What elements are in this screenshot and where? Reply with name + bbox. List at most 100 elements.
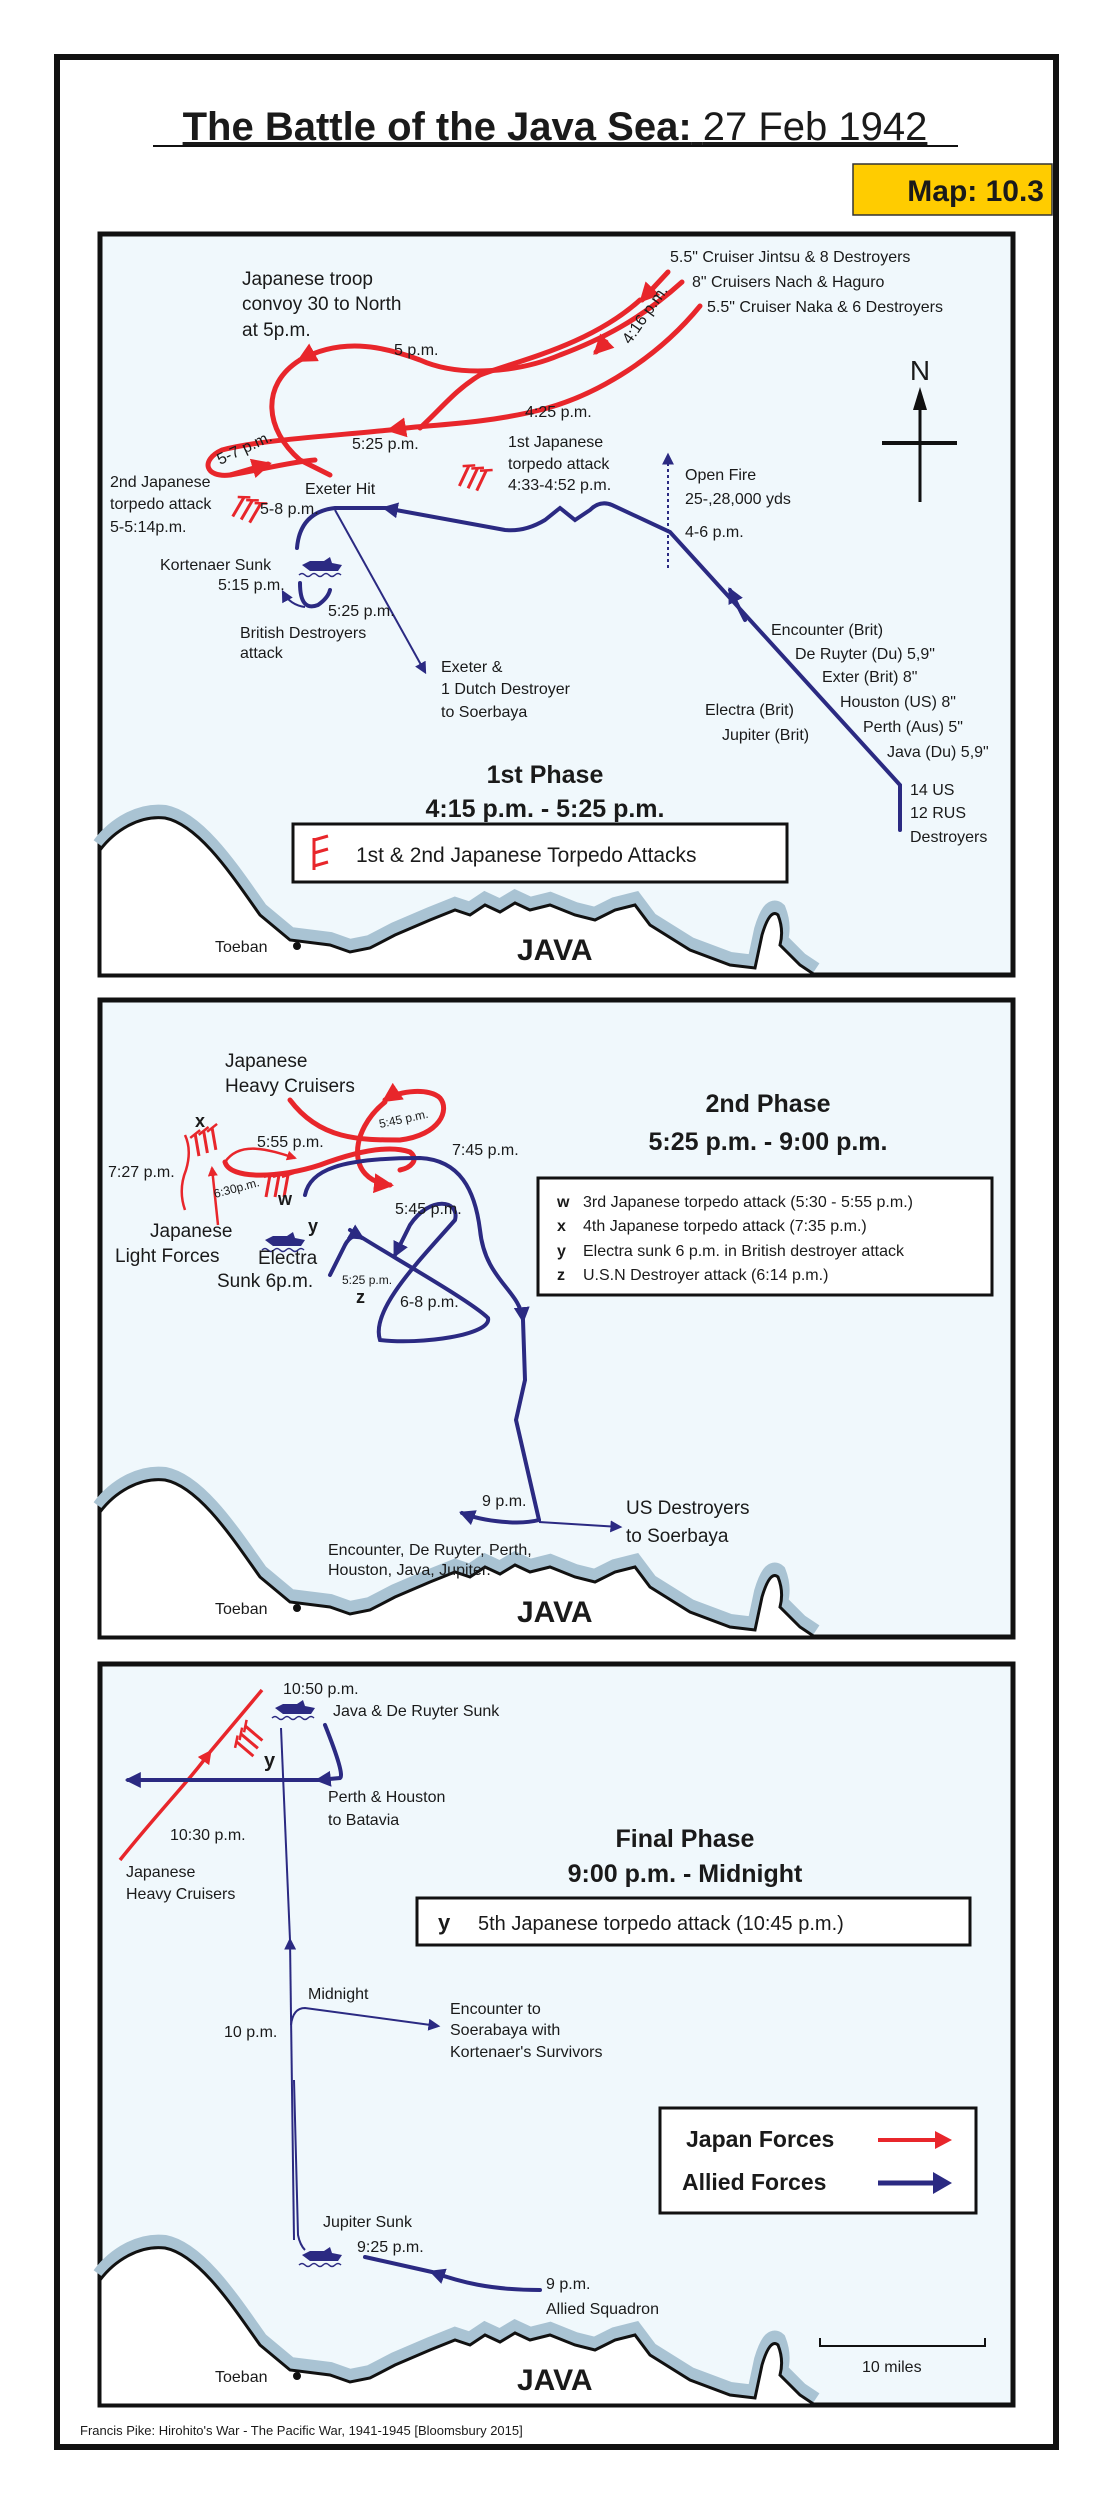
phase-time: 4:15 p.m. - 5:25 p.m. [426,795,665,823]
phase2-panel: Toeban JAVA Japanese Heavy Cruisers 5:45… [100,997,1016,1637]
title-date: 27 Feb 1942 [703,105,928,149]
time-label: 6-8 p.m. [400,1294,459,1311]
java-label: JAVA [517,2364,593,2397]
phase-time: 5:25 p.m. - 9:00 p.m. [649,1128,888,1156]
heavy-cruisers-label: Heavy Cruisers [225,1076,355,1097]
map-title: The Battle of the Java Sea: 27 Feb 1942 [183,105,928,149]
blue-arrow-icon [933,2172,952,2194]
time-label: 5-8 p.m. [260,501,319,518]
perth-houston-label: to Batavia [328,1812,399,1829]
scale-label: 10 miles [862,2359,922,2376]
perth-houston-label: Perth & Houston [328,1789,445,1806]
kortenaer-label: 5:15 p.m. [218,577,285,594]
legend-text: 3rd Japanese torpedo attack (5:30 - 5:55… [583,1194,913,1211]
time-label: 5:45 p.m. [395,1201,462,1218]
source-credit: Francis Pike: Hirohito's War - The Pacif… [80,2423,523,2438]
toeban-dot [293,942,301,950]
key-allied-label: Allied Forces [682,2169,826,2195]
java-label: JAVA [517,934,593,967]
torpedo-legend-box [291,822,789,884]
attack-marker-y: y [264,1750,276,1772]
phase-title: 2nd Phase [705,1090,830,1118]
time-label: 4:25 p.m. [525,404,592,421]
toeban-label: Toeban [215,939,268,956]
legend-text: 5th Japanese torpedo attack (10:45 p.m.) [478,1913,844,1935]
convoy-label: convoy 30 to North [242,294,401,315]
scale-bar [819,2338,986,2347]
exeter-label: Exeter & [441,659,503,676]
ship-label: De Ruyter (Du) 5,9" [795,646,935,663]
time-label: 7:27 p.m. [108,1164,175,1181]
time-label: 5:25 p.m. [328,603,395,620]
exeter-label: to Soerbaya [441,704,527,721]
north-arrow-icon [882,387,957,502]
heavy-cruisers-label: Heavy Cruisers [126,1886,235,1903]
legend-key: w [556,1194,570,1211]
toeban-dot [293,2372,301,2380]
british-destroyers-label: attack [240,645,284,662]
time-label: 10:30 p.m. [170,1827,246,1844]
ship-label: Jupiter (Brit) [722,727,809,744]
torpedo-legend-icon [312,834,329,870]
red-arrow-icon [935,2131,952,2149]
torpedo-attack-label: 4:33-4:52 p.m. [508,477,611,494]
open-fire-label: 4-6 p.m. [685,524,744,541]
japanese-tracks [118,1688,264,1862]
time-label: 5:25 p.m. [342,1273,392,1287]
attack-marker-z: z [356,1287,365,1307]
legend-key: y [438,1910,451,1935]
electra-label: Electra [258,1248,318,1269]
ship-label: Java (Du) 5,9" [887,744,989,761]
exeter-hit-label: Exeter Hit [305,481,376,498]
attack-legend-box [415,1896,972,1947]
legend-key: x [557,1218,566,1235]
ship-label: Houston (US) 8" [840,694,956,711]
destroyers-label: 12 RUS [910,805,966,822]
java-label: JAVA [517,1596,593,1629]
legend-text: 4th Japanese torpedo attack (7:35 p.m.) [583,1218,867,1235]
us-destroyers-label: US Destroyers [626,1498,750,1519]
time-label: 5 p.m. [394,342,438,359]
british-destroyers-label: British Destroyers [240,625,366,642]
encounter-label: Soerabaya with [450,2022,560,2039]
jupiter-label: 9:25 p.m. [357,2239,424,2256]
squadron-label: Allied Squadron [546,2301,659,2318]
light-forces-label: Japanese [150,1221,232,1242]
attack-legend-box [536,1176,994,1297]
legend-key: z [557,1267,565,1284]
phase1-panel: Toeban JAVA N [100,231,1016,975]
naka-label: 5.5" Cruiser Naka & 6 Destroyers [707,299,943,316]
key-japan-label: Japan Forces [686,2126,834,2152]
phase-title: Final Phase [616,1825,755,1853]
toeban-label: Toeban [215,2369,268,2386]
allied-tracks [303,1155,623,1533]
destroyers-label: Destroyers [910,829,987,846]
open-fire-label: Open Fire [685,467,756,484]
phase-time: 9:00 p.m. - Midnight [568,1860,803,1888]
convoy-label: Japanese troop [242,269,373,290]
time-label: 5:55 p.m. [257,1134,324,1151]
nachi-label: 8" Cruisers Nach & Haguro [692,274,885,291]
encounter-label: Encounter to [450,2001,541,2018]
ship-label: Exter (Brit) 8" [822,669,917,686]
electra-label: Sunk 6p.m. [217,1271,313,1292]
phase-title: 1st Phase [487,761,604,789]
legend-text: Electra sunk 6 p.m. in British destroyer… [583,1243,905,1260]
us-destroyers-label: to Soerbaya [626,1526,729,1547]
torpedo-legend-label: 1st & 2nd Japanese Torpedo Attacks [356,844,697,867]
torpedo-attack-label: 2nd Japanese [110,474,211,491]
japanese-tracks [180,1082,447,1226]
jupiter-label: Jupiter Sunk [323,2214,413,2231]
japanese-tracks [205,269,703,479]
forces-key-box [658,2106,978,2215]
time-label: 9 p.m. [482,1493,526,1510]
time-label: Midnight [308,1986,369,2003]
kortenaer-label: Kortenaer Sunk [160,557,272,574]
allied-tracks [281,452,902,832]
toeban-label: Toeban [215,1601,268,1618]
attack-marker-w: w [277,1189,293,1209]
attack-marker-x: x [195,1111,205,1131]
allied-tracks [124,1723,542,2292]
ship-label: Encounter (Brit) [771,622,883,639]
